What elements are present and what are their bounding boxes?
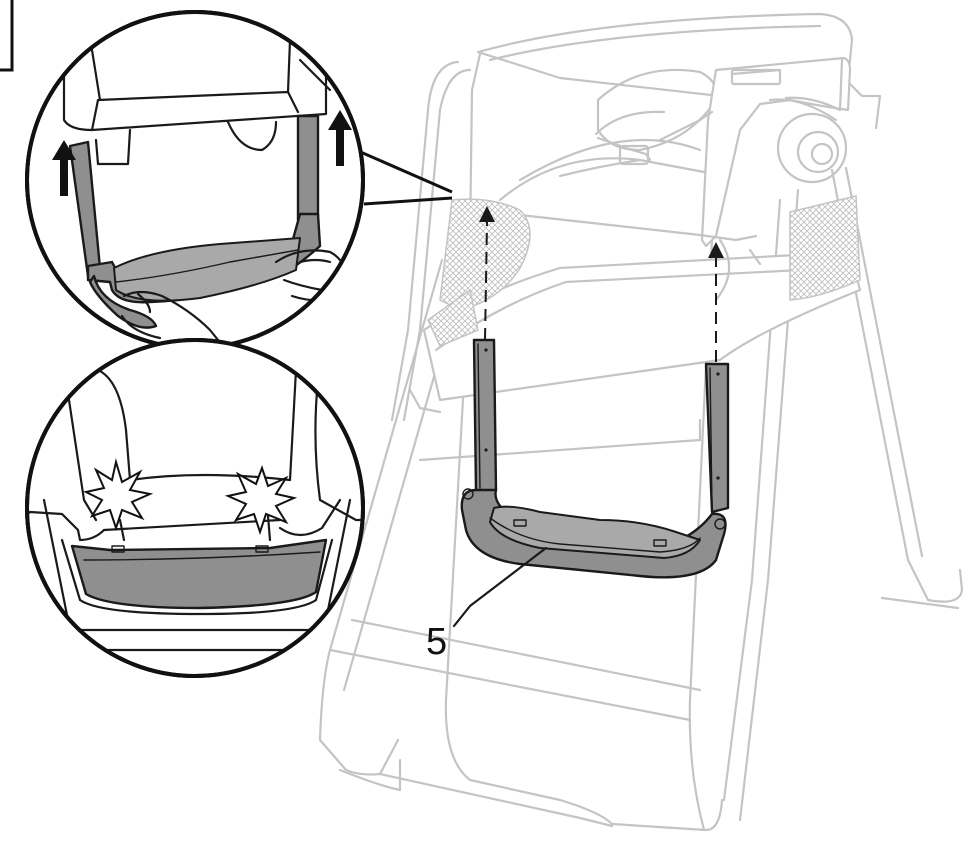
part-leader-line [452,546,548,628]
insertion-guides [479,206,724,362]
detail-circle-click [25,338,365,678]
arrowhead-left [479,206,495,222]
click-burst-right-icon [224,465,298,536]
step-box-corner [0,0,14,72]
footrest-u-frame [460,338,730,579]
arrowhead-right [708,242,724,258]
up-arrow-left-icon [52,140,76,196]
zoom-callout-pointer [355,148,453,206]
high-chair-outline [318,12,964,832]
click-burst-left-icon [83,458,154,532]
up-arrow-right-icon [328,110,352,166]
detail-circle-insert [25,10,365,350]
part-number-label: 5 [426,621,447,663]
